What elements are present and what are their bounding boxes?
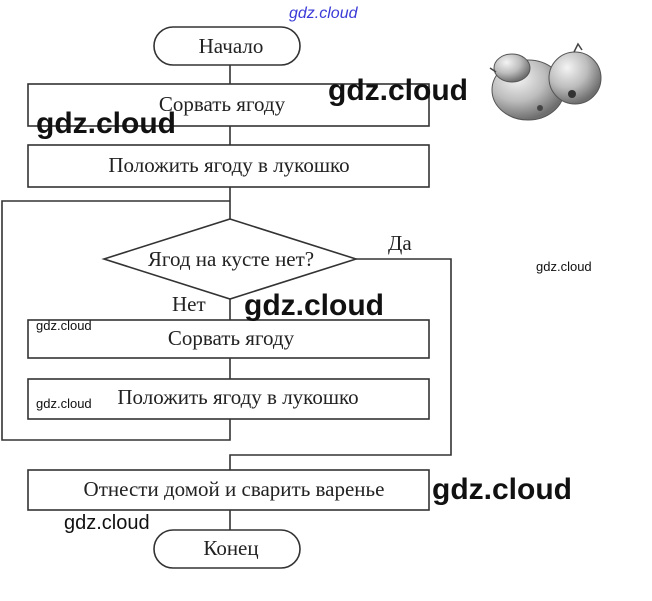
loop-step-put-berry-label: Положить ягоду в лукошко <box>117 385 358 409</box>
end-label: Конец <box>203 536 258 560</box>
start-terminal <box>153 26 301 66</box>
watermark-big-1: gdz.cloud <box>328 74 468 107</box>
watermark-small-3: gdz.cloud <box>36 396 92 411</box>
watermark-mid-1: gdz.cloud <box>64 512 150 534</box>
no-label: Нет <box>172 292 206 316</box>
step-pick-berry <box>27 83 430 127</box>
yes-branch-line <box>229 258 452 470</box>
watermark-big-4: gdz.cloud <box>432 473 572 506</box>
step-put-berry <box>27 144 430 188</box>
step-go-home-label: Отнести домой и сварить варенье <box>84 477 385 501</box>
end-terminal <box>153 529 301 569</box>
decision-label: Ягод на кусте нет? <box>148 247 314 271</box>
watermark-big-3: gdz.cloud <box>244 289 384 322</box>
step-go-home <box>27 469 430 511</box>
watermark-small-1: gdz.cloud <box>536 259 592 274</box>
loop-back-line <box>1 200 231 441</box>
step-put-berry-label: Положить ягоду в лукошко <box>108 153 349 177</box>
loop-step-put-berry <box>27 378 430 420</box>
loop-step-pick-berry-label: Сорвать ягоду <box>168 326 295 350</box>
start-label: Начало <box>199 34 264 58</box>
berries-icon <box>489 42 602 121</box>
yes-label: Да <box>388 231 412 255</box>
watermark-small-2: gdz.cloud <box>36 318 92 333</box>
step-pick-berry-label: Сорвать ягоду <box>159 92 286 116</box>
loop-step-pick-berry <box>27 319 430 359</box>
watermark-big-2: gdz.cloud <box>36 107 176 140</box>
watermark-top: gdz.cloud <box>289 5 359 22</box>
